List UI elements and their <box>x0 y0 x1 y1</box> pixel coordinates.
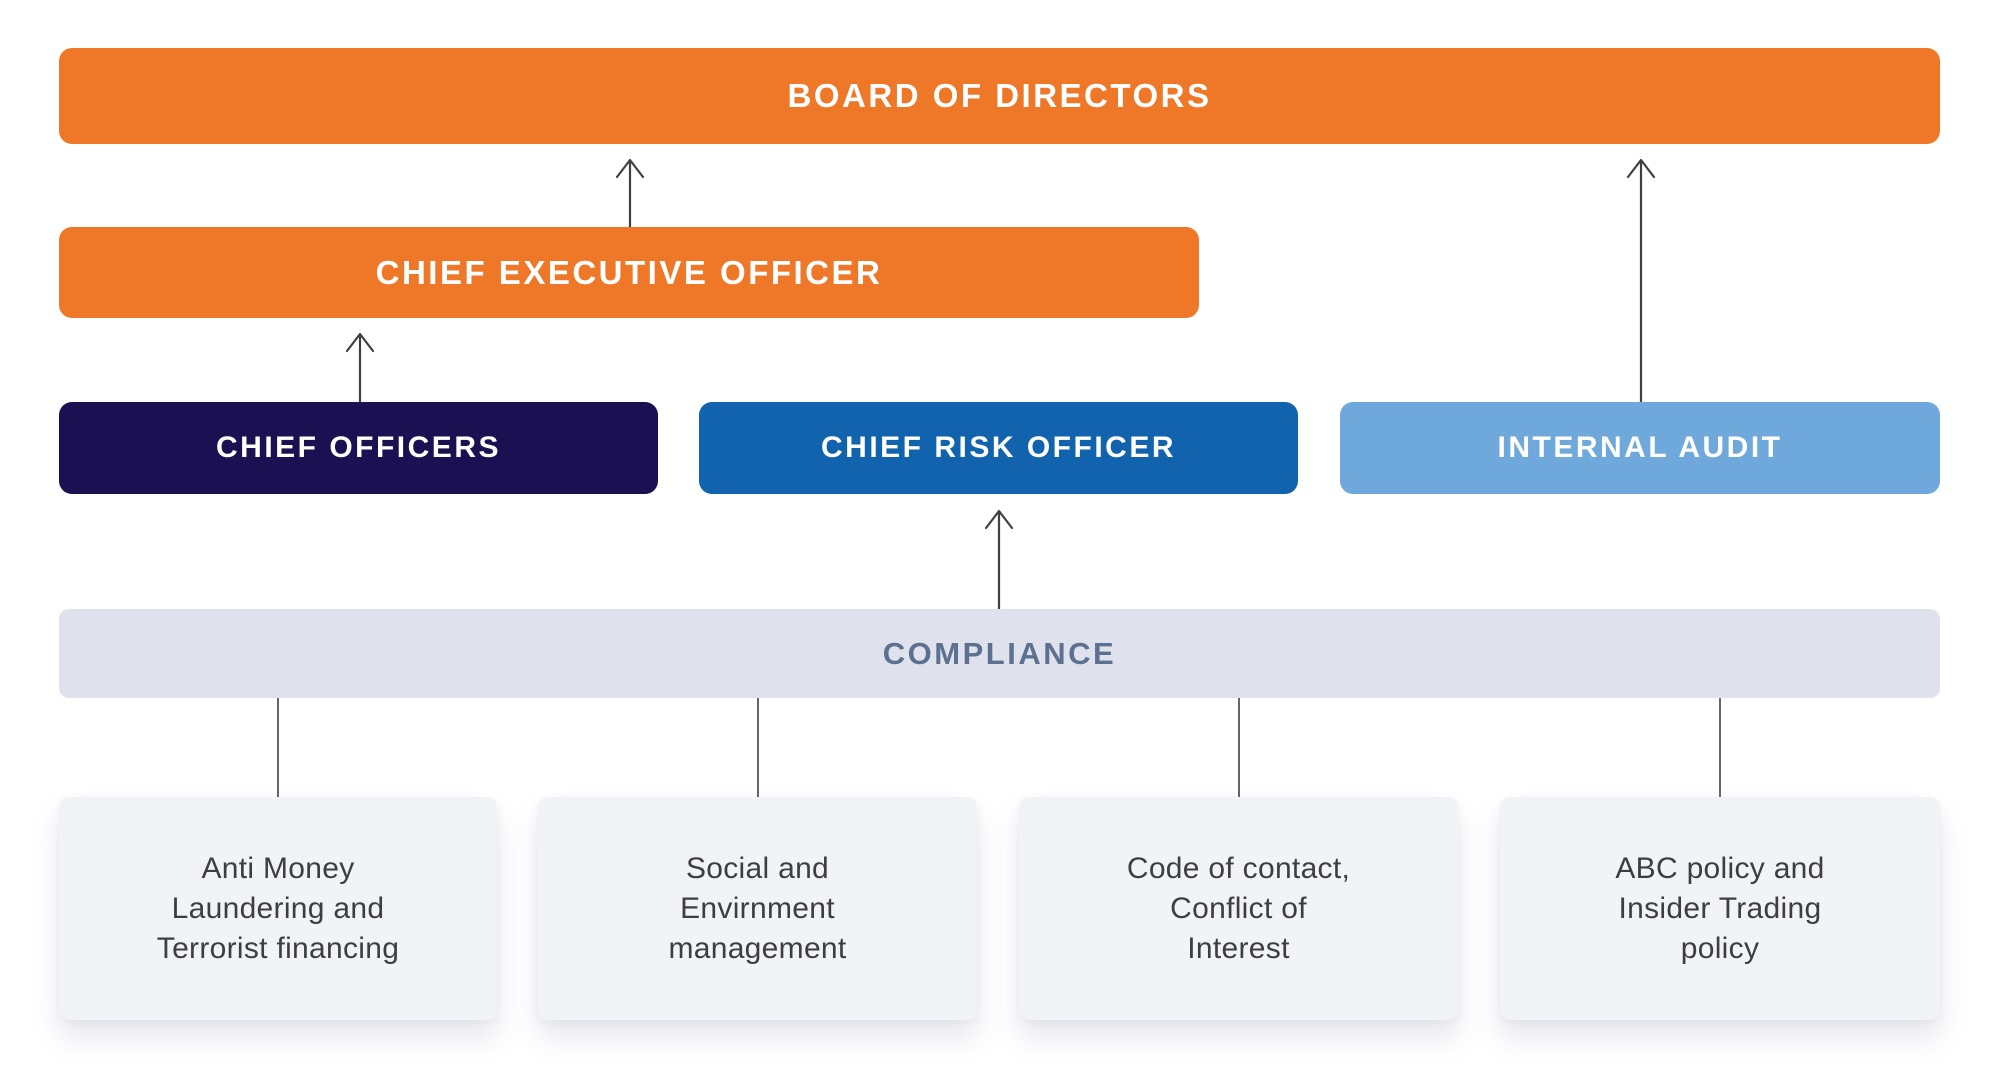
node-chief-risk-officer: CHIEF RISK OFFICER <box>699 402 1298 494</box>
arrow-chief-officers-to-ceo <box>345 332 375 404</box>
arrow-internal-audit-to-board <box>1626 158 1656 404</box>
node-policy-code-of-conduct: Code of contact, Conflict of Interest <box>1019 797 1458 1020</box>
node-chief-officers: CHIEF OFFICERS <box>59 402 658 494</box>
node-policy-abc-insider-trading: ABC policy and Insider Trading policy <box>1500 797 1940 1020</box>
node-policy-social-environment: Social and Envirnment management <box>538 797 977 1020</box>
arrow-ceo-to-board <box>615 158 645 229</box>
node-chief-executive-officer: CHIEF EXECUTIVE OFFICER <box>59 227 1199 318</box>
node-internal-audit: INTERNAL AUDIT <box>1340 402 1940 494</box>
arrow-compliance-to-chief-risk-officer <box>984 509 1014 611</box>
arrow-head-icon <box>345 332 375 353</box>
node-compliance: COMPLIANCE <box>59 609 1940 698</box>
node-policy-anti-money-laundering: Anti Money Laundering and Terrorist fina… <box>59 797 497 1020</box>
node-board-of-directors: BOARD OF DIRECTORS <box>59 48 1940 144</box>
arrow-head-icon <box>615 158 645 179</box>
arrow-head-icon <box>984 509 1014 530</box>
arrow-head-icon <box>1626 158 1656 179</box>
